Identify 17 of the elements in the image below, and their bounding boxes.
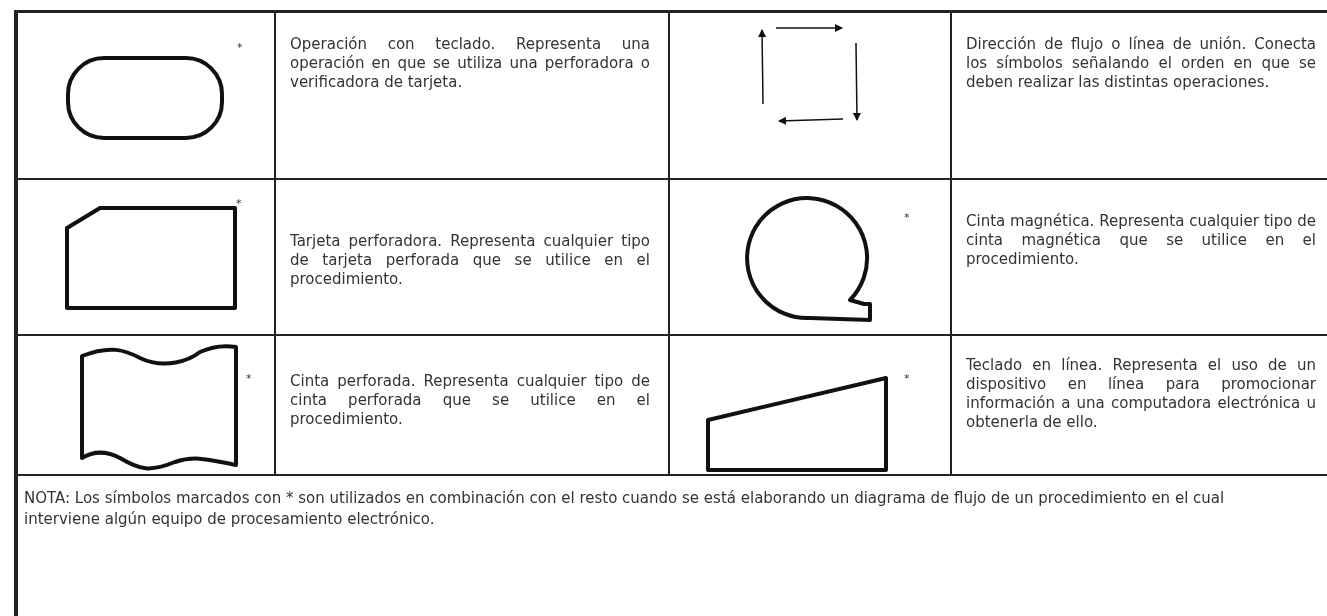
symbol-description: Dirección de flujo o línea de unión. Conecta los símbolos señalando el orden en que se deben realizar las distintas operaciones.: [966, 35, 1316, 92]
symbol-description: Cinta perforada. Representa cualquier tipo de cinta perforada que se utilice en el procedimiento.: [290, 372, 650, 429]
symbol-description: Tarjeta perforadora. Representa cualquier tipo de tarjeta perforada que se utilice en el procedimiento.: [290, 232, 650, 289]
asterisk-mark: *: [236, 198, 242, 209]
symbol-description: Cinta magnética. Representa cualquier tipo de cinta magnética que se utilice en el procedimiento.: [966, 212, 1316, 269]
wavy-tape-symbol: [80, 344, 238, 471]
cut-corner-card-symbol: [65, 206, 237, 310]
symbol-description: Teclado en línea. Representa el uso de un dispositivo en línea para promocionar información a una computadora electrónica u obtenerla de ello.: [966, 356, 1316, 432]
symbol-description: Operación con teclado. Representa una operación en que se utiliza una perforadora o verificadora de tarjeta.: [290, 35, 650, 92]
asterisk-mark: *: [904, 373, 910, 384]
asterisk-mark: *: [246, 373, 252, 384]
tape-reel-symbol: [745, 196, 872, 322]
asterisk-mark: *: [237, 42, 243, 53]
rounded-rectangle-symbol: [66, 56, 224, 140]
slanted-quadrilateral-symbol: [706, 376, 888, 472]
asterisk-mark: *: [904, 212, 910, 223]
note-text: NOTA: Los símbolos marcados con * son utilizados en combinación con el resto cuando se está elaborando un diagrama de flujo de un procedimiento en el cual interviene algún equipo de procesamiento electrónico.: [24, 488, 1226, 530]
